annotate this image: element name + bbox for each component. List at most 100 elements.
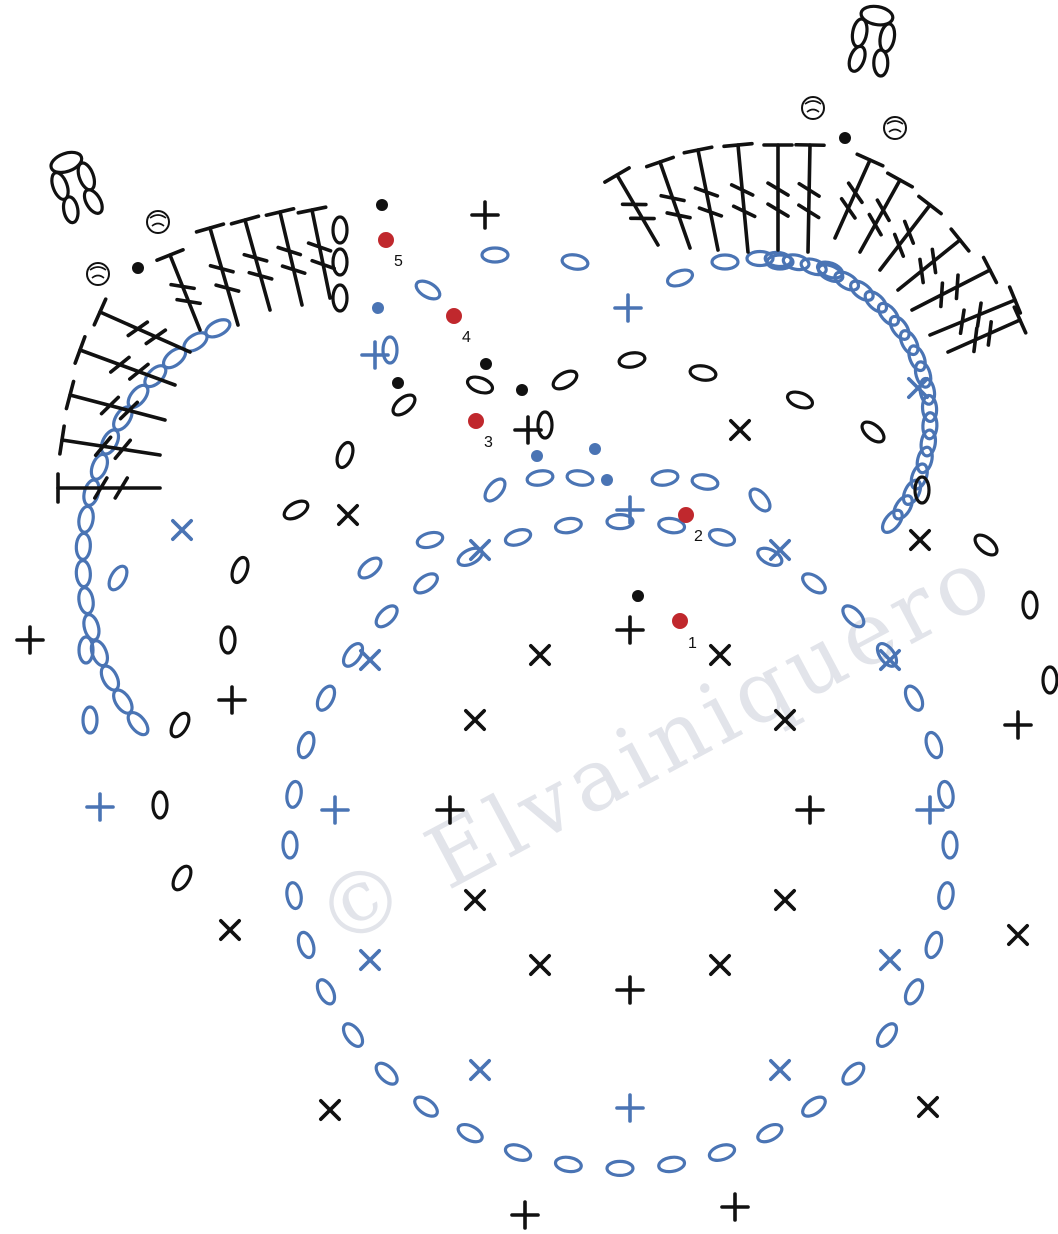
single-crochet-x bbox=[1007, 924, 1029, 946]
single-crochet-plus bbox=[85, 792, 115, 822]
slip-stitch-dot bbox=[132, 262, 144, 274]
chain-stitch-oval bbox=[204, 318, 232, 339]
treble-crochet bbox=[910, 255, 999, 312]
treble-crochet bbox=[73, 335, 177, 387]
chain-stitch-oval bbox=[924, 730, 944, 760]
single-crochet-x bbox=[464, 889, 486, 911]
treble-crochet bbox=[644, 155, 692, 250]
chain-stitch-oval bbox=[690, 473, 720, 491]
single-crochet-x bbox=[879, 949, 901, 971]
single-crochet-x bbox=[219, 919, 241, 941]
chain-stitch-oval bbox=[785, 390, 815, 410]
chain-stitch-oval bbox=[973, 533, 999, 557]
chain-stitch-oval bbox=[335, 440, 355, 470]
chain-stitch-oval bbox=[553, 1155, 583, 1174]
chain-stitch-oval bbox=[413, 572, 439, 595]
chain-stitch-oval bbox=[374, 604, 399, 629]
slip-stitch-dot bbox=[589, 443, 601, 455]
chain-stitch-oval bbox=[456, 1122, 484, 1144]
small-picot-icon bbox=[883, 116, 907, 140]
slip-stitch-dot bbox=[392, 377, 404, 389]
chain-stitch-oval bbox=[331, 247, 349, 277]
chain-stitch-oval bbox=[924, 930, 944, 960]
picot-cluster-icon bbox=[49, 150, 104, 225]
round-label-2: 2 bbox=[694, 528, 703, 545]
chain-stitch-oval bbox=[937, 881, 955, 911]
treble-crochet bbox=[296, 205, 336, 300]
chain-stitch-oval bbox=[876, 301, 901, 327]
treble-crochet bbox=[264, 206, 307, 307]
single-crochet-x bbox=[469, 539, 491, 561]
chain-stitch-oval bbox=[892, 494, 914, 521]
single-crochet-plus bbox=[15, 625, 45, 655]
chain-stitch-oval bbox=[921, 411, 939, 441]
chain-stitch-oval bbox=[553, 516, 583, 535]
treble-crochet bbox=[64, 379, 167, 422]
single-crochet-plus bbox=[613, 293, 643, 323]
chain-stitch-oval bbox=[551, 369, 579, 391]
single-crochet-x bbox=[769, 1059, 791, 1081]
chain-stitch-oval bbox=[281, 830, 299, 860]
treble-crochet bbox=[229, 214, 274, 312]
treble-crochet bbox=[928, 285, 1023, 337]
single-crochet-plus bbox=[615, 495, 645, 525]
small-picot-icon bbox=[801, 96, 825, 120]
chain-stitch-oval bbox=[413, 1095, 439, 1118]
chain-stitch-oval bbox=[841, 1061, 866, 1086]
single-crochet-x bbox=[909, 529, 931, 551]
single-crochet-x bbox=[917, 1096, 939, 1118]
picot-cluster-icon bbox=[847, 4, 897, 78]
slip-stitch-dot bbox=[480, 358, 492, 370]
chain-stitch-oval bbox=[898, 329, 920, 357]
chain-stitch-oval bbox=[920, 393, 939, 424]
chain-stitch-oval bbox=[605, 1159, 635, 1178]
chain-stitch-oval bbox=[565, 469, 595, 487]
chain-stitch-oval bbox=[688, 364, 718, 382]
chain-stitch-oval bbox=[707, 1143, 737, 1162]
chain-stitch-oval bbox=[77, 504, 95, 534]
chain-stitch-oval bbox=[801, 1095, 827, 1118]
chain-stitch-oval bbox=[710, 253, 740, 271]
chain-stitch-oval bbox=[171, 864, 193, 892]
chain-stitch-oval bbox=[815, 260, 845, 280]
slip-stitch-dot bbox=[372, 302, 384, 314]
round-3-start-dot bbox=[468, 413, 484, 429]
single-crochet-x bbox=[171, 519, 193, 541]
chain-stitch-oval bbox=[285, 881, 303, 911]
chain-stitch-oval bbox=[833, 270, 861, 292]
single-crochet-plus bbox=[217, 685, 247, 715]
single-crochet-x bbox=[709, 644, 731, 666]
single-crochet-x bbox=[529, 644, 551, 666]
chain-stitch-oval bbox=[296, 730, 316, 760]
single-crochet-x bbox=[469, 1059, 491, 1081]
single-crochet-x bbox=[464, 709, 486, 731]
chain-stitch-oval bbox=[151, 790, 169, 820]
chain-stitch-oval bbox=[282, 499, 310, 521]
single-crochet-plus bbox=[435, 795, 465, 825]
treble-crochet bbox=[603, 166, 660, 247]
chain-stitch-oval bbox=[503, 528, 533, 547]
chain-stitch-oval bbox=[357, 556, 383, 580]
treble-crochet bbox=[762, 143, 794, 252]
single-crochet-plus bbox=[915, 795, 945, 825]
treble-crochet bbox=[682, 145, 724, 252]
chain-stitch-oval bbox=[1021, 590, 1039, 620]
single-crochet-plus bbox=[470, 200, 500, 230]
slip-stitch-dot bbox=[839, 132, 851, 144]
treble-crochet bbox=[722, 141, 757, 254]
slip-stitch-dot bbox=[516, 384, 528, 396]
chain-stitch-oval bbox=[605, 512, 635, 531]
chain-stitch-oval bbox=[913, 475, 931, 505]
chain-stitch-oval bbox=[650, 469, 680, 487]
chain-stitch-oval bbox=[841, 604, 866, 629]
round-label-1: 1 bbox=[688, 635, 697, 652]
chain-stitch-oval bbox=[665, 268, 695, 288]
chain-stitch-oval bbox=[480, 246, 510, 264]
single-crochet-plus bbox=[615, 975, 645, 1005]
round-4-start-dot bbox=[446, 308, 462, 324]
slip-stitch-dot bbox=[376, 199, 388, 211]
single-crochet-x bbox=[709, 954, 731, 976]
round-label-5: 5 bbox=[394, 253, 403, 270]
treble-crochet bbox=[794, 142, 826, 254]
